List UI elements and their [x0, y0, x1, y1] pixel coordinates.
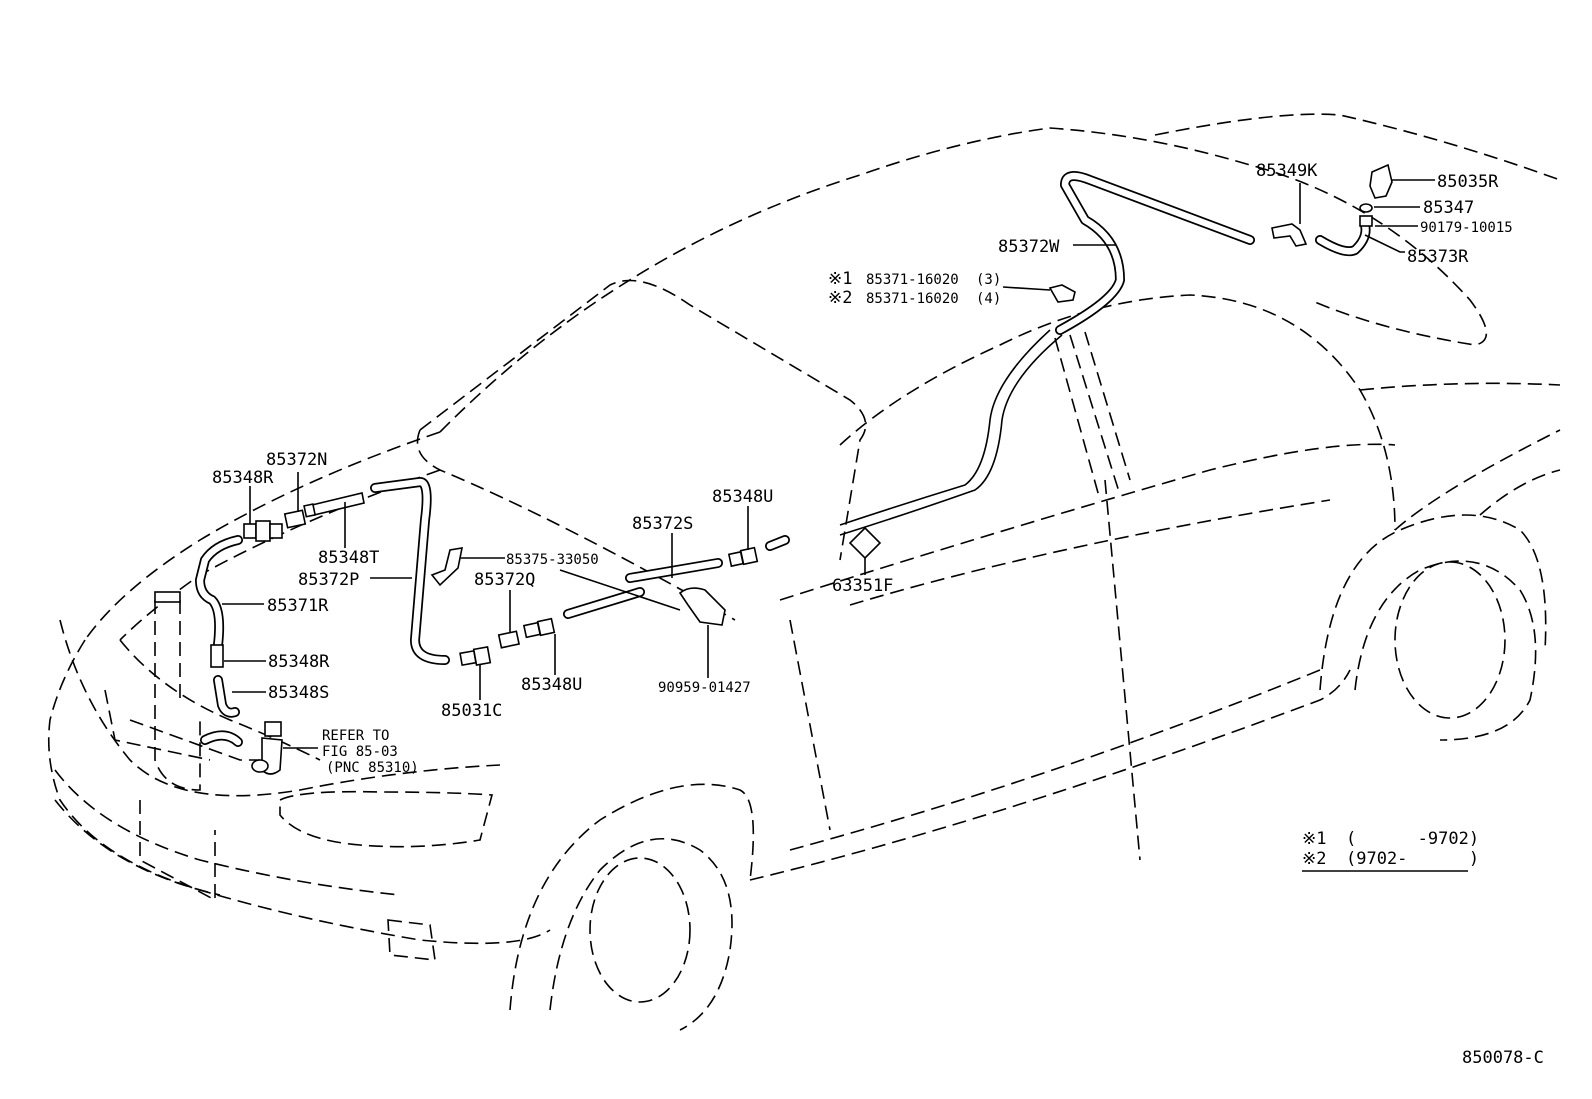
label-63351F: 63351F: [832, 576, 893, 596]
note-part-1: 85371-16020: [866, 272, 959, 288]
label-85348R-top: 85348R: [212, 468, 274, 488]
label-85373R: 85373R: [1407, 247, 1469, 267]
legend-range-2: (9702- ): [1346, 849, 1479, 869]
figure-id: 850078-C: [1462, 1048, 1544, 1068]
refer-line-1: REFER TO: [322, 728, 389, 744]
hoses: [195, 171, 1371, 747]
label-85035R: 85035R: [1437, 172, 1499, 192]
label-85375-33050: 85375-33050: [506, 552, 599, 568]
note-qty-2: (4): [976, 291, 1001, 307]
label-90179-10015: 90179-10015: [1420, 220, 1513, 236]
label-85349K: 85349K: [1256, 161, 1318, 181]
leader-lines: [222, 179, 1435, 749]
label-90959-01427: 90959-01427: [658, 680, 751, 696]
refer-line-3: (PNC 85310): [326, 760, 419, 776]
car-outline: [47, 113, 1561, 1031]
part-labels: 85349K 85035R 85347 90179-10015 85373R 8…: [212, 161, 1513, 776]
label-85371R: 85371R: [267, 596, 329, 616]
label-85347: 85347: [1423, 198, 1474, 218]
label-85348U-top: 85348U: [712, 487, 773, 507]
label-85348S: 85348S: [268, 683, 329, 703]
note-mark-1: ※1: [828, 269, 852, 289]
date-legend: ※1 ( -9702) ※2 (9702- ): [1302, 829, 1479, 872]
label-85031C: 85031C: [441, 701, 502, 721]
connectors: [154, 163, 1393, 775]
label-85348R-mid: 85348R: [268, 652, 330, 672]
label-85348T: 85348T: [318, 548, 379, 568]
label-85372S: 85372S: [632, 514, 693, 534]
refer-line-2: FIG 85-03: [322, 744, 398, 760]
label-85372N: 85372N: [266, 450, 327, 470]
label-85372P: 85372P: [298, 570, 359, 590]
note-part-2: 85371-16020: [866, 291, 959, 307]
label-85372W: 85372W: [998, 237, 1060, 257]
note-mark-2: ※2: [828, 288, 852, 308]
label-85372Q: 85372Q: [474, 570, 535, 590]
label-85348U-low: 85348U: [521, 675, 582, 695]
legend-range-1: ( -9702): [1346, 829, 1479, 849]
legend-mark-1: ※1: [1302, 829, 1326, 849]
legend-mark-2: ※2: [1302, 849, 1326, 869]
note-qty-1: (3): [976, 272, 1001, 288]
